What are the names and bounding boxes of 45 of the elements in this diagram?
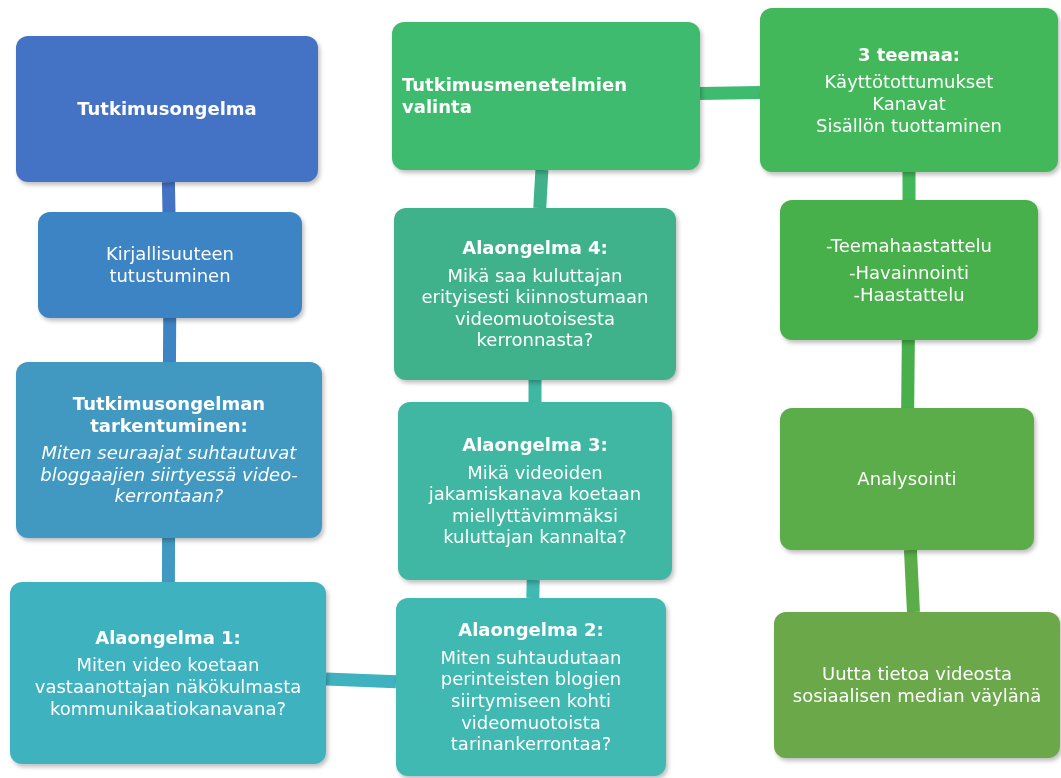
process-box	[780, 200, 1038, 340]
box-text: -Teemahaastattelu	[826, 234, 992, 257]
connector-bar	[161, 181, 176, 213]
connector-bar	[163, 317, 177, 363]
process-box	[760, 8, 1058, 172]
box-text: Käyttötottumukset	[824, 71, 994, 93]
connector-bar	[533, 169, 549, 209]
connector-bar	[161, 537, 176, 583]
process-box	[394, 208, 676, 380]
box-text: Miten video koetaan vastaanottajan näkökulmasta kommunikaatiokanavana?	[33, 654, 303, 720]
box-text: Sisällön tuottaminen	[816, 114, 1002, 137]
connector-bar	[903, 549, 920, 613]
box-text: -Havainnointi	[848, 262, 969, 284]
box-text: Tutkimusongelma	[77, 98, 257, 120]
process-box	[780, 408, 1034, 550]
box-heading: Alaongelma 2:	[458, 619, 604, 641]
process-box	[10, 582, 326, 764]
process-box	[16, 362, 322, 538]
process-box	[398, 402, 672, 580]
process-box	[774, 612, 1060, 758]
box-text: Tutkimusmenetelmien valinta	[402, 74, 629, 118]
process-box	[396, 598, 666, 776]
box-text: Kirjallisuuteen tutustuminen	[104, 243, 236, 287]
box-text: Kanavat	[872, 93, 946, 115]
box-text: Uutta tietoa videosta sosiaalisen median väylänä	[791, 663, 1043, 707]
box-text: Mikä saa kuluttajan erityisesti kiinnostumaan videomuotoisesta kerronnasta?	[420, 264, 650, 351]
box-text: Analysointi	[857, 468, 957, 490]
box-heading: Tutkimusongelman tarkentuminen:	[71, 393, 267, 437]
process-box	[16, 36, 318, 182]
box-heading: Alaongelma 4:	[462, 237, 608, 259]
connector-bar	[528, 380, 542, 402]
process-box	[38, 212, 302, 318]
box-heading: Alaongelma 3:	[462, 434, 608, 456]
box-text: Miten seuraajat suhtautuvat bloggaajien siirtyessä video-kerrontaan?	[39, 442, 299, 507]
connector-bar	[901, 339, 915, 409]
connector-bar	[699, 85, 761, 100]
box-text: Miten suhtaudutaan perinteisten blogien siirtymiseen kohti videomuotoista tarinankerrontaa?	[439, 646, 623, 755]
connector-bar	[526, 579, 540, 599]
box-heading: 3 teemaa:	[857, 43, 961, 66]
box-text: Mikä videoiden jakamiskanava koetaan miellyttävimmäksi kuluttajan kannalta?	[427, 461, 643, 548]
connector-bar	[325, 672, 397, 689]
process-box	[392, 22, 700, 170]
connector-bar	[902, 172, 916, 200]
box-text: -Haastattelu	[853, 283, 965, 306]
box-heading: Alaongelma 1:	[95, 626, 241, 649]
